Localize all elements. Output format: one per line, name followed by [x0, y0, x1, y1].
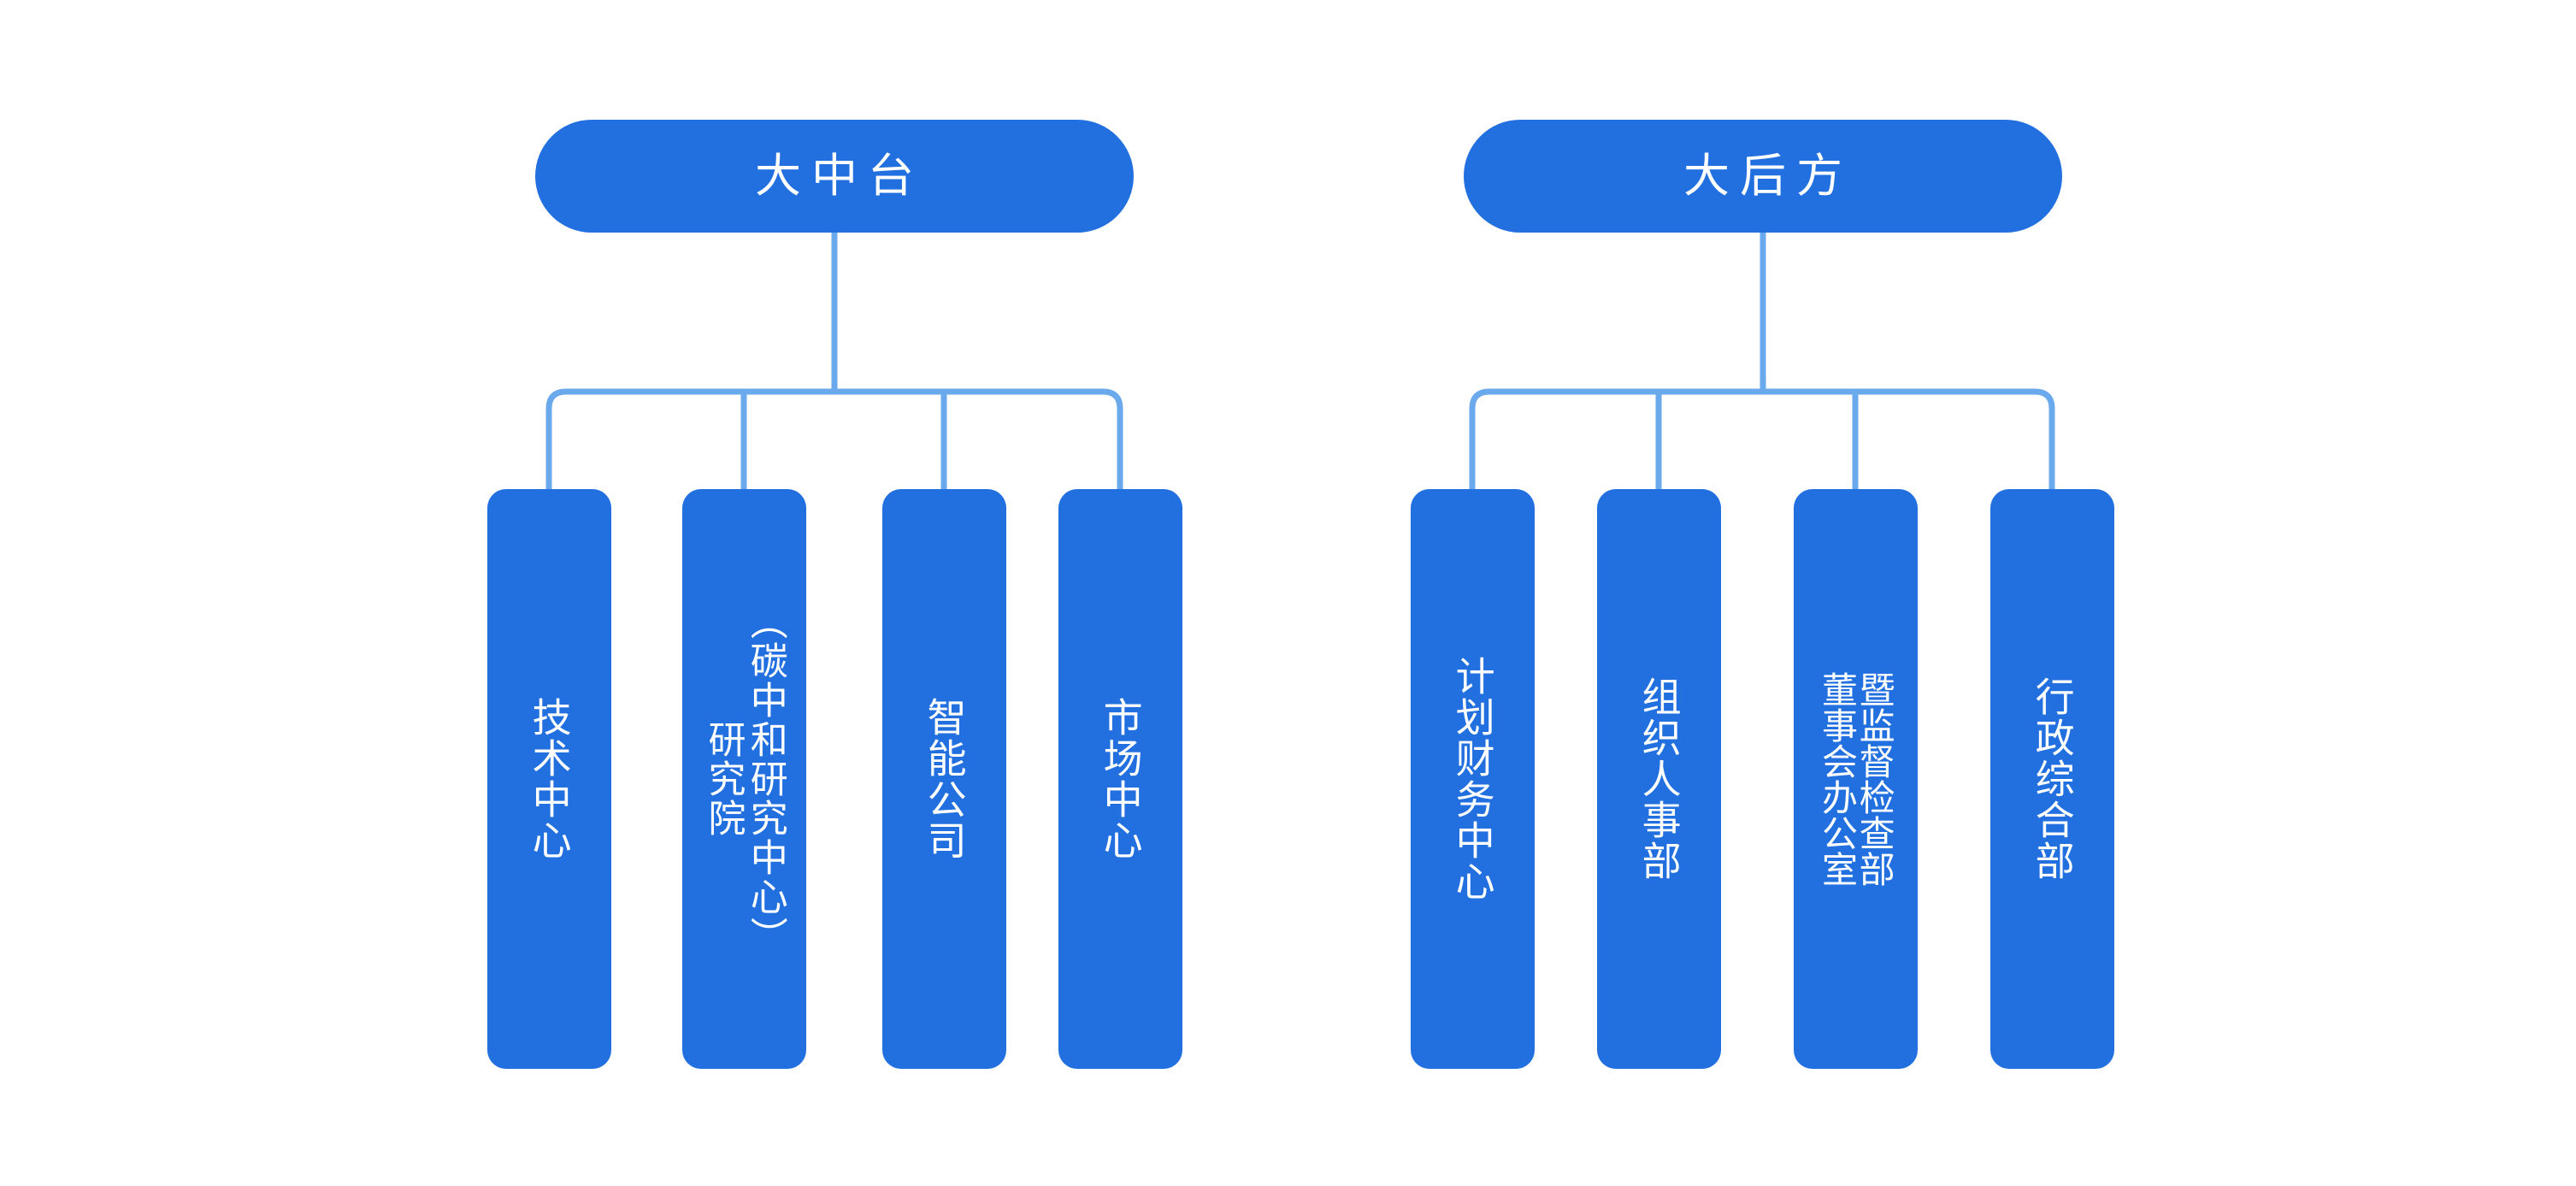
node-label-col-2: 研究院	[702, 720, 745, 838]
node-label-col-1: 暨监督检查部	[1854, 671, 1895, 887]
group-header-mid-platform[interactable]: 大中台	[535, 120, 1134, 233]
node-label-col-1: 行政综合部	[2030, 676, 2075, 882]
connector-rear-support	[1282, 0, 2576, 513]
node-label-col-1: 技术中心	[527, 697, 572, 861]
node-label-col-1: 市场中心	[1098, 697, 1143, 861]
node-administration-dept[interactable]: 行政综合部	[1990, 489, 2114, 1069]
group-header-label: 大中台	[755, 150, 924, 202]
node-research-institute[interactable]: （碳中和研究中心） 研究院	[682, 489, 806, 1069]
group-header-rear-support[interactable]: 大后方	[1464, 120, 2062, 233]
node-board-office-supervision-dept[interactable]: 暨监督检查部 董事会办公室	[1794, 489, 1918, 1069]
node-technology-center[interactable]: 技术中心	[487, 489, 611, 1069]
node-label-col-1: 智能公司	[922, 697, 967, 861]
node-planning-finance-center[interactable]: 计划财务中心	[1411, 489, 1535, 1069]
node-market-center[interactable]: 市场中心	[1058, 489, 1182, 1069]
node-intelligent-company[interactable]: 智能公司	[882, 489, 1006, 1069]
node-label-col-1: 组织人事部	[1636, 676, 1682, 882]
group-header-label: 大后方	[1683, 150, 1853, 202]
node-organization-hr-dept[interactable]: 组织人事部	[1597, 489, 1721, 1069]
connector-bus	[545, 388, 1123, 489]
node-label-col-1: （碳中和研究中心）	[744, 602, 787, 956]
node-label-col-1: 计划财务中心	[1450, 656, 1495, 902]
connector-mid-platform	[0, 0, 1282, 513]
connector-bus	[1469, 388, 2055, 489]
node-label-col-2: 董事会办公室	[1817, 671, 1858, 887]
